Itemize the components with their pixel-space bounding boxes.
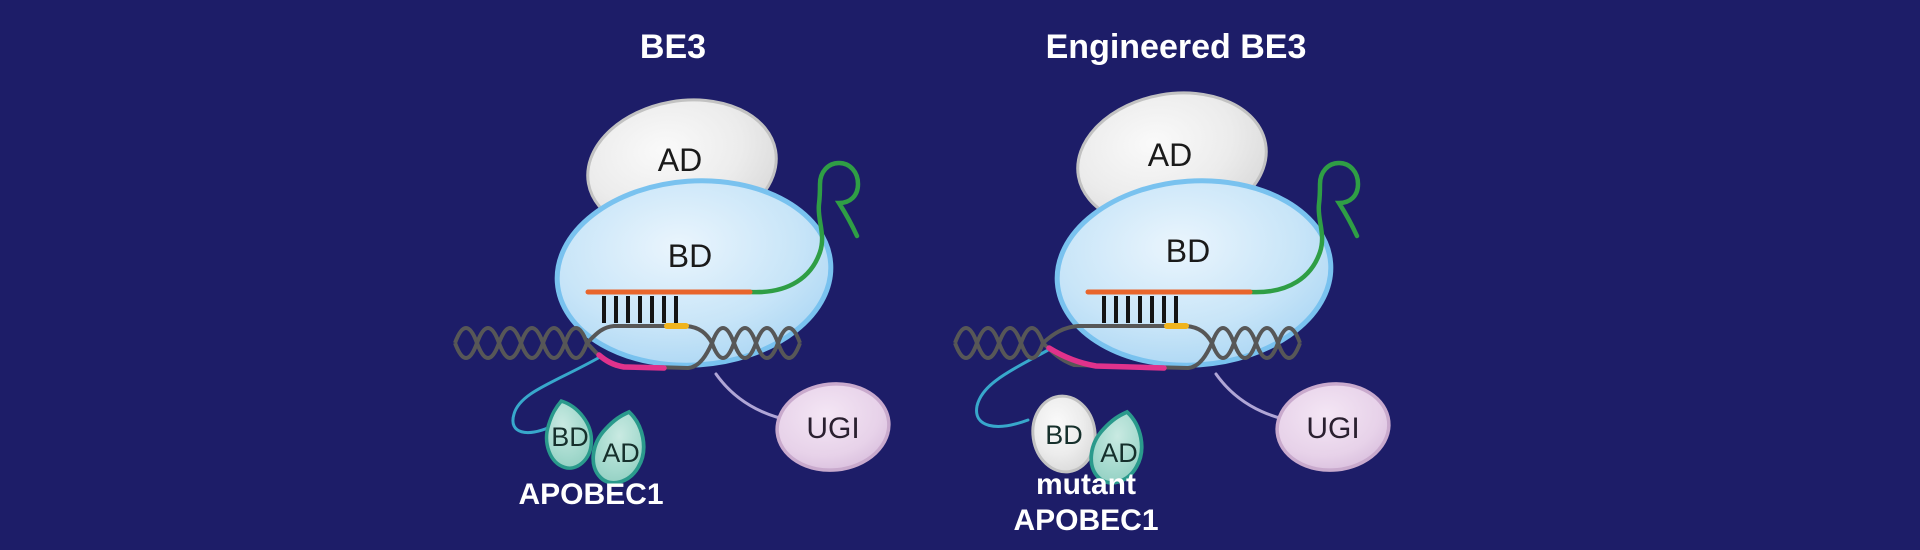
apobec-ad-label: AD — [1100, 438, 1138, 468]
sgrna-scaffold-loop — [747, 160, 861, 295]
cas9-bd-domain — [1054, 178, 1334, 368]
edited-strand-segment — [1046, 345, 1167, 371]
dna-target-strand — [585, 324, 714, 345]
apobec-ad-label: AD — [602, 438, 640, 468]
dna-target-strand — [1041, 324, 1214, 345]
apobec-bd-lobe-mutant — [1031, 394, 1097, 474]
panel-title: BE3 — [640, 28, 706, 66]
ugi-label: UGI — [806, 412, 859, 445]
ugi-domain — [1275, 382, 1391, 472]
panel-title: Engineered BE3 — [1046, 28, 1307, 66]
apobec-bd-label: BD — [551, 422, 589, 452]
panel-be3: UGI BD AD AD BD BE3 APOBEC1 — [453, 28, 891, 511]
panel-engineered-be3: UGI BD AD AD BD Engineered BE3 mutant AP… — [953, 28, 1391, 537]
cas9-ad-label: AD — [1148, 137, 1192, 173]
apobec-bd-label: BD — [1045, 420, 1083, 450]
cas9-ad-label: AD — [658, 142, 702, 178]
cas9-bd-label: BD — [1166, 233, 1210, 269]
base-pairing-ticks — [602, 296, 678, 323]
base-pairing-ticks — [1102, 296, 1178, 323]
deaminase-name-line1: mutant — [1036, 468, 1136, 501]
dna-helix-right-strand2 — [710, 326, 802, 360]
ugi-domain — [775, 382, 891, 472]
edited-strand-segment — [596, 352, 667, 371]
cas9-bd-label: BD — [668, 238, 712, 274]
deaminase-name-line2: APOBEC1 — [1013, 504, 1158, 537]
apobec-linker — [511, 355, 602, 435]
dna-helix-left-strand2 — [453, 326, 589, 360]
cas9-bd-domain — [554, 178, 834, 368]
dna-helix-right-strand2 — [1210, 326, 1302, 360]
apobec-linker — [975, 347, 1052, 428]
sgrna-scaffold-loop — [1247, 160, 1361, 295]
ugi-label: UGI — [1306, 412, 1359, 445]
dna-helix-left-strand2 — [953, 326, 1045, 360]
deaminase-name-line1: APOBEC1 — [518, 478, 663, 511]
